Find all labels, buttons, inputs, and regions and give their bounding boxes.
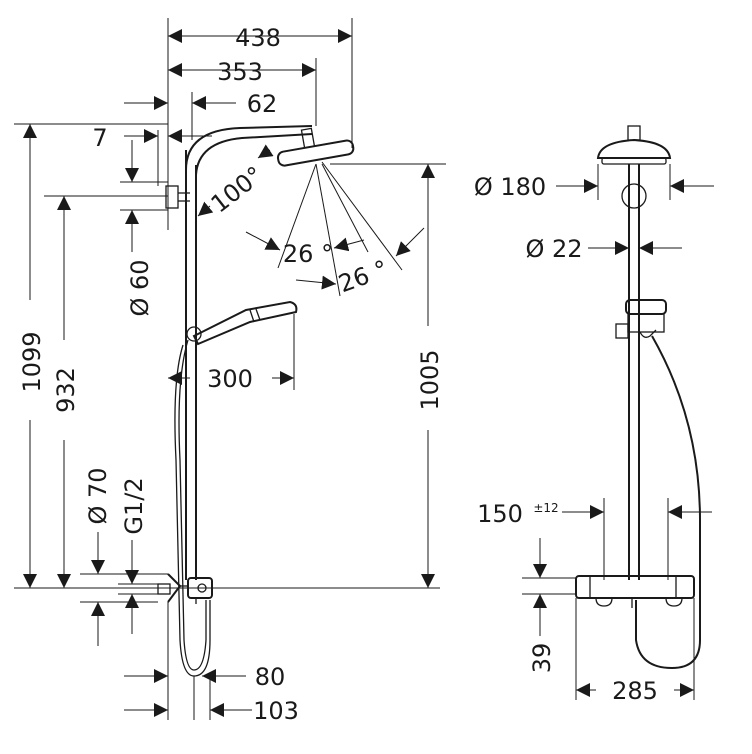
dim-103: 103 <box>253 697 299 725</box>
dim-d70: Ø 70 <box>84 467 112 524</box>
side-view: 438 353 62 7 100° 26 ° 26 ° Ø 60 1099 <box>14 18 446 725</box>
dim-39: 39 <box>528 643 556 674</box>
dim-d22: Ø 22 <box>525 235 582 263</box>
shower-hose-front <box>635 335 701 670</box>
hand-shower-holder-front <box>615 299 667 339</box>
dim-353: 353 <box>217 58 263 86</box>
angle-26b-label: 26 ° <box>335 255 392 298</box>
dim-150-tolerance: ±12 <box>533 501 558 515</box>
shower-hose-side <box>178 339 207 671</box>
dim-d180: Ø 180 <box>474 173 546 201</box>
head-shower-side <box>276 127 355 167</box>
front-view: Ø 180 Ø 22 150 ±12 39 285 <box>474 125 714 705</box>
dim-80: 80 <box>255 663 286 691</box>
shower-arm-inner <box>195 133 313 176</box>
dim-300: 300 <box>207 365 253 393</box>
angle-26a-label: 26 ° <box>283 240 333 268</box>
shower-arm-outer <box>185 125 313 171</box>
dim-62: 62 <box>247 90 278 118</box>
angle-100-label: 100° <box>206 161 269 219</box>
head-shower-front <box>596 125 672 165</box>
thermostat-front <box>575 575 695 608</box>
dim-285: 285 <box>612 677 658 705</box>
wall-bracket-top <box>165 185 179 209</box>
wall-bracket-front <box>621 183 647 209</box>
dim-1005: 1005 <box>416 349 444 410</box>
dim-1099: 1099 <box>18 331 46 392</box>
dim-d60: Ø 60 <box>126 259 154 316</box>
dim-7: 7 <box>92 124 107 152</box>
dim-438: 438 <box>235 24 281 52</box>
dim-150: 150 <box>477 500 523 528</box>
dim-g12: G1/2 <box>120 477 148 534</box>
hand-shower-side <box>186 300 298 346</box>
dim-932: 932 <box>52 367 80 413</box>
